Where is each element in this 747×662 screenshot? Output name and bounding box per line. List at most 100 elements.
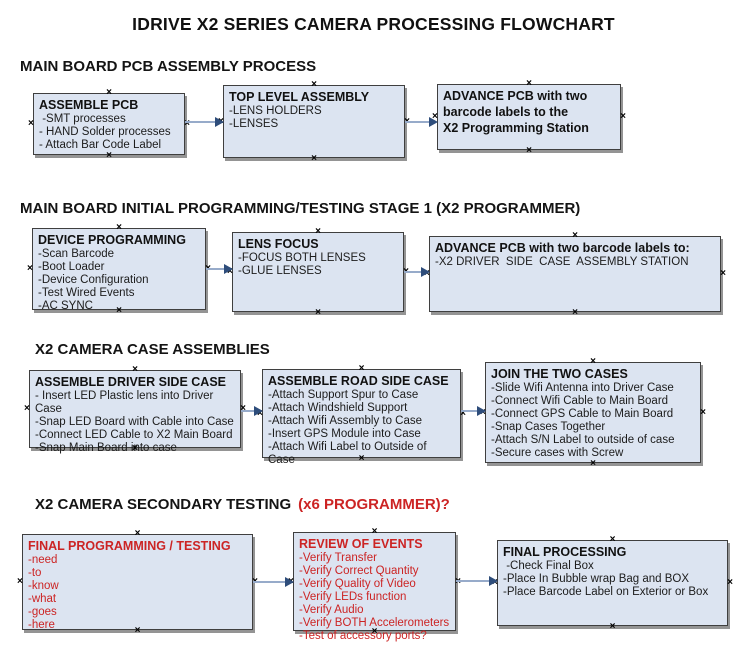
connection-handle-icon[interactable]: × bbox=[620, 111, 626, 122]
box-title: ADVANCE PCB with two barcode labels to t… bbox=[443, 89, 589, 135]
connection-handle-icon[interactable]: × bbox=[727, 577, 733, 588]
box-item: -Secure cases with Screw bbox=[491, 447, 624, 459]
connection-handle-icon[interactable]: × bbox=[526, 78, 532, 89]
box-item: -FOCUS BOTH LENSES bbox=[238, 252, 366, 264]
connection-handle-icon[interactable]: × bbox=[28, 118, 34, 129]
box-item: -Connect LED Cable to X2 Main Board bbox=[35, 429, 233, 441]
box-item: -Snap Main Board into case bbox=[35, 442, 177, 454]
connection-handle-icon[interactable]: × bbox=[134, 625, 141, 636]
box-title: ASSEMBLE PCB bbox=[39, 98, 139, 112]
box-item: -Place Barcode Label on Exterior or Box bbox=[503, 586, 709, 598]
connection-handle-icon[interactable]: × bbox=[371, 626, 378, 637]
connection-handle-icon[interactable]: × bbox=[17, 576, 23, 587]
connection-handle-icon[interactable]: × bbox=[609, 534, 616, 545]
box-title: FINAL PROGRAMMING / TESTING bbox=[28, 539, 231, 553]
box-title: DEVICE PROGRAMMING bbox=[38, 233, 186, 247]
box-item: -SMT processes bbox=[39, 113, 126, 125]
box-item: -here bbox=[28, 619, 55, 631]
connection-handle-icon[interactable]: × bbox=[311, 153, 317, 164]
connection-handle-icon[interactable]: × bbox=[590, 356, 596, 367]
box-item: -Verify LEDs function bbox=[299, 591, 407, 603]
connection-handle-icon[interactable]: × bbox=[609, 621, 616, 632]
connection-handle-icon[interactable]: × bbox=[358, 453, 365, 464]
arrow-line bbox=[461, 410, 479, 412]
arrowhead-icon bbox=[489, 576, 498, 586]
flow-box-advance-pcb-programming-station[interactable]: ADVANCE PCB with two barcode labels to t… bbox=[432, 79, 626, 156]
flow-box-final-programming-testing[interactable]: FINAL PROGRAMMING / TESTING -need -to -k… bbox=[17, 529, 258, 636]
page-title: IDRIVE X2 SERIES CAMERA PROCESSING FLOWC… bbox=[132, 14, 615, 34]
section-header-case-assemblies: X2 CAMERA CASE ASSEMBLIES bbox=[35, 341, 270, 358]
flow-box-assemble-driver-side-case[interactable]: ASSEMBLE DRIVER SIDE CASE - Insert LED P… bbox=[24, 365, 246, 455]
box-item: -Verify BOTH Accelerometers bbox=[299, 617, 450, 629]
connection-handle-icon[interactable]: × bbox=[27, 263, 33, 274]
box-item: -Connect Wifi Cable to Main Board bbox=[491, 395, 669, 407]
flow-box-advance-pcb-driver-side[interactable]: ADVANCE PCB with two barcode labels to: … bbox=[424, 231, 726, 318]
connection-handle-icon[interactable]: × bbox=[116, 305, 122, 316]
box-item: -Attach Windshield Support bbox=[268, 402, 408, 414]
box-title: FINAL PROCESSING bbox=[503, 545, 627, 559]
connection-handle-icon[interactable]: × bbox=[460, 407, 466, 419]
box-item: -Verify Correct Quantity bbox=[299, 565, 419, 577]
arrow-line bbox=[241, 410, 256, 412]
connection-handle-icon[interactable]: × bbox=[134, 528, 141, 539]
flow-box-review-of-events[interactable]: REVIEW OF EVENTS -Verify Transfer -Verif… bbox=[288, 527, 461, 643]
connection-handle-icon[interactable]: × bbox=[116, 222, 122, 233]
box-item: -Verify Quality of Video bbox=[299, 578, 416, 590]
box-item: -Attach S/N Label to outside of case bbox=[491, 434, 675, 446]
section-header-text: MAIN BOARD PCB ASSEMBLY PROCESS bbox=[20, 58, 317, 75]
connection-handle-icon[interactable]: × bbox=[371, 526, 378, 537]
box-title: TOP LEVEL ASSEMBLY bbox=[229, 90, 370, 104]
connection-handle-icon[interactable]: × bbox=[572, 307, 578, 318]
box-item: -Test Wired Events bbox=[38, 287, 135, 299]
connection-handle-icon[interactable]: × bbox=[315, 226, 321, 237]
arrowhead-icon bbox=[421, 267, 430, 277]
section-header-initial-programming: MAIN BOARD INITIAL PROGRAMMING/TESTING S… bbox=[20, 200, 580, 217]
connection-handle-icon[interactable]: × bbox=[184, 118, 190, 129]
box-item: -Attach Wifi Assembly to Case bbox=[268, 415, 423, 427]
arrowhead-icon bbox=[429, 117, 438, 127]
connection-handle-icon[interactable]: × bbox=[590, 458, 596, 469]
arrowhead-icon bbox=[477, 406, 486, 416]
flow-box-final-processing[interactable]: FINAL PROCESSING -Check Final Box -Place… bbox=[492, 535, 733, 632]
connection-handle-icon[interactable]: × bbox=[240, 403, 246, 414]
box-item-overflow: -Test of accessory ports? bbox=[299, 630, 427, 642]
arrow-line bbox=[253, 581, 287, 583]
flow-box-assemble-pcb[interactable]: ASSEMBLE PCB -SMT processes - HAND Solde… bbox=[28, 88, 190, 161]
connection-handle-icon[interactable]: × bbox=[572, 230, 578, 241]
connection-handle-icon[interactable]: × bbox=[358, 363, 365, 374]
box-item: -GLUE LENSES bbox=[238, 265, 322, 277]
arrow-line bbox=[405, 121, 431, 123]
box-item: -Snap LED Board with Cable into Case bbox=[35, 416, 234, 428]
box-title: LENS FOCUS bbox=[238, 237, 319, 251]
connection-handle-icon[interactable]: × bbox=[526, 145, 532, 156]
box-item: -Check Final Box bbox=[503, 560, 594, 572]
section-header-text: X2 CAMERA CASE ASSEMBLIES bbox=[35, 341, 270, 358]
connection-handle-icon[interactable]: × bbox=[24, 403, 30, 414]
connection-handle-icon[interactable]: × bbox=[311, 79, 317, 90]
flow-box-top-level-assembly[interactable]: TOP LEVEL ASSEMBLY -LENS HOLDERS -LENSES… bbox=[218, 80, 410, 164]
connection-handle-icon[interactable]: × bbox=[132, 443, 138, 454]
flow-box-assemble-road-side-case[interactable]: ASSEMBLE ROAD SIDE CASE -Attach Support … bbox=[257, 364, 466, 467]
box-item: -LENSES bbox=[229, 118, 279, 130]
box-item: -Slide Wifi Antenna into Driver Case bbox=[491, 382, 674, 394]
connection-handle-icon[interactable]: × bbox=[720, 268, 726, 279]
box-item: -Place In Bubble wrap Bag and BOX bbox=[503, 573, 690, 585]
connection-handle-icon[interactable]: × bbox=[106, 87, 112, 98]
box-item: -Verify Audio bbox=[299, 604, 364, 616]
box-title: ASSEMBLE DRIVER SIDE CASE bbox=[35, 375, 227, 389]
box-item: -Attach Support Spur to Case bbox=[268, 389, 419, 401]
flow-box-join-the-two-cases[interactable]: JOIN THE TWO CASES -Slide Wifi Antenna i… bbox=[480, 357, 706, 469]
connection-handle-icon[interactable]: × bbox=[432, 111, 438, 122]
connection-handle-icon[interactable]: × bbox=[700, 406, 706, 418]
box-item: -AC SYNC bbox=[38, 300, 93, 312]
box-item: -LENS HOLDERS bbox=[229, 105, 322, 117]
section-header-pcb-assembly: MAIN BOARD PCB ASSEMBLY PROCESS bbox=[20, 58, 316, 75]
box-item: -X2 DRIVER SIDE CASE ASSEMBLY STATION bbox=[435, 256, 689, 268]
box-item: -know bbox=[28, 580, 59, 592]
flow-box-device-programming[interactable]: DEVICE PROGRAMMING -Scan Barcode -Boot L… bbox=[27, 223, 211, 316]
connection-handle-icon[interactable]: × bbox=[315, 307, 321, 318]
connection-handle-icon[interactable]: × bbox=[132, 364, 138, 375]
connection-handle-icon[interactable]: × bbox=[106, 150, 112, 161]
box-item: - Attach Bar Code Label bbox=[39, 139, 162, 151]
flow-box-lens-focus[interactable]: LENS FOCUS -FOCUS BOTH LENSES -GLUE LENS… bbox=[227, 227, 409, 318]
